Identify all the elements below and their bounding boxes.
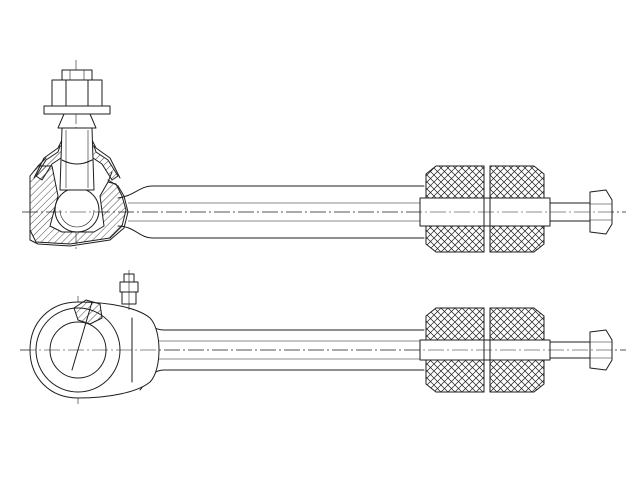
grease-fitting — [119, 270, 139, 310]
ball-joint-ball — [54, 187, 100, 233]
castle-nut — [51, 69, 103, 107]
tie-rod-shaft-lower — [139, 311, 425, 391]
rubber-bushing-lower — [419, 307, 551, 393]
ball-socket-housing — [29, 157, 129, 247]
tie-rod-shaft-upper — [117, 185, 425, 239]
washer — [43, 105, 111, 115]
top-view — [20, 270, 626, 404]
ball-stud — [57, 113, 97, 191]
side-section-view — [22, 60, 626, 253]
eye-housing — [29, 299, 160, 399]
rubber-bushing-upper — [419, 165, 551, 253]
